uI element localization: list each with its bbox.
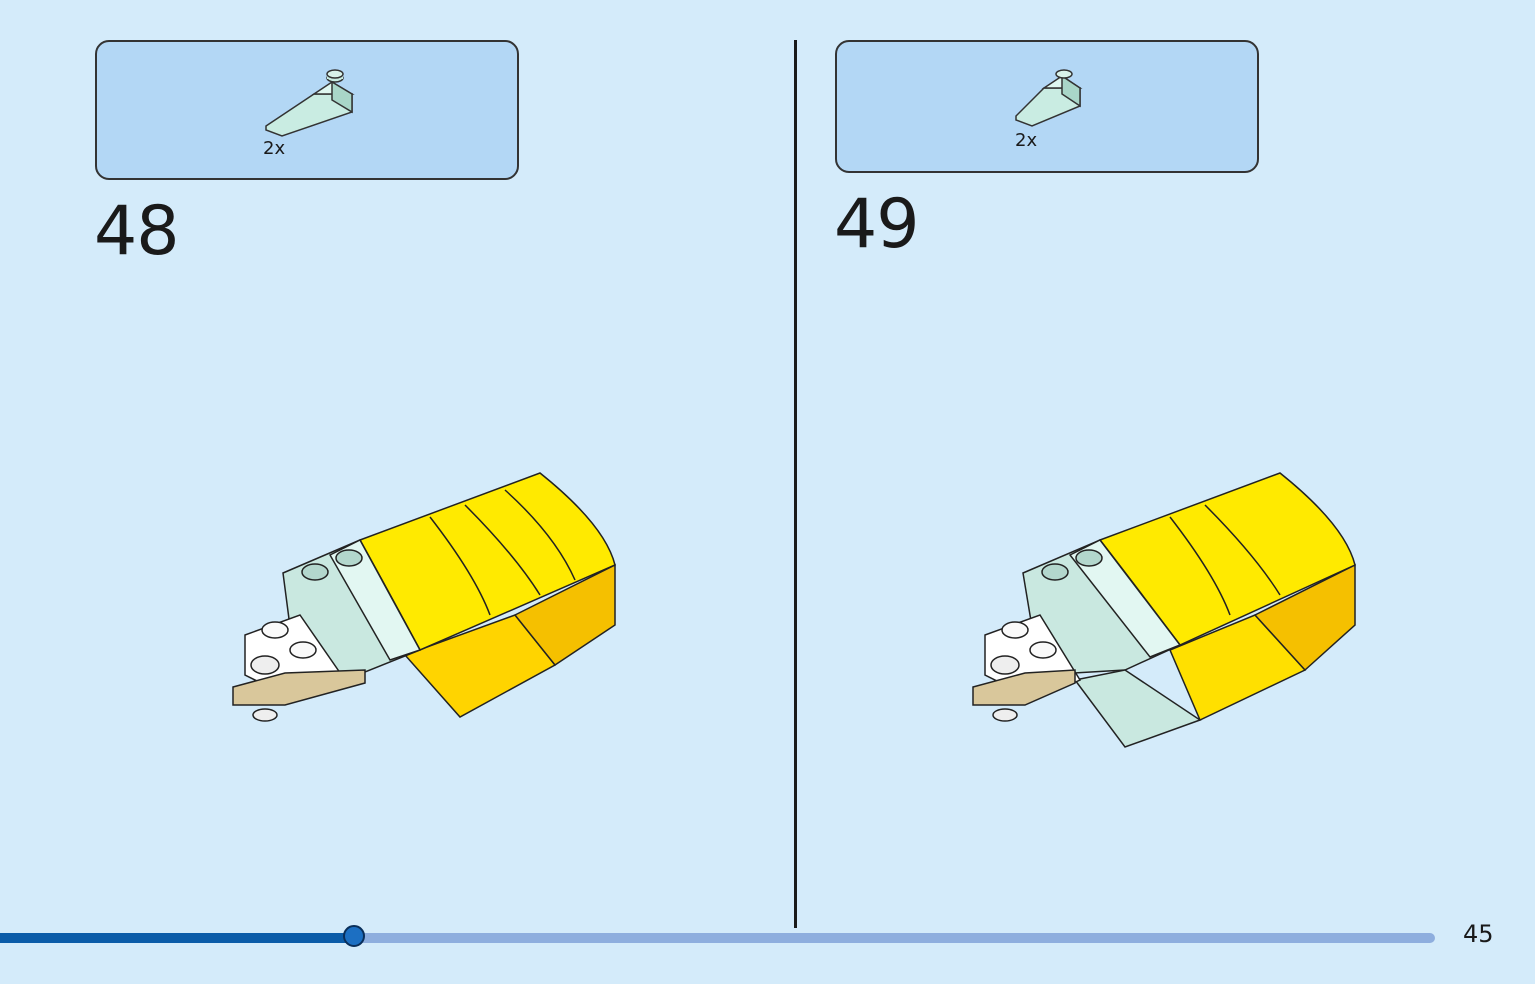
progress-fill [0, 933, 354, 943]
parts-callout-step-49: 2x [835, 40, 1259, 173]
slope-brick-icon [265, 69, 355, 137]
build-illustration-step-49 [972, 472, 1356, 748]
slope-brick-icon [1015, 69, 1083, 127]
progress-track [0, 933, 1435, 943]
step-number: 48 [94, 192, 180, 271]
parts-callout-step-48: 2x [95, 40, 519, 180]
page-divider [794, 40, 797, 928]
part-quantity: 2x [1015, 130, 1038, 151]
step-number: 49 [834, 185, 920, 264]
part-quantity: 2x [263, 138, 286, 159]
progress-knob[interactable] [343, 925, 365, 947]
page-number: 45 [1463, 920, 1494, 948]
build-illustration-step-48 [232, 472, 616, 722]
